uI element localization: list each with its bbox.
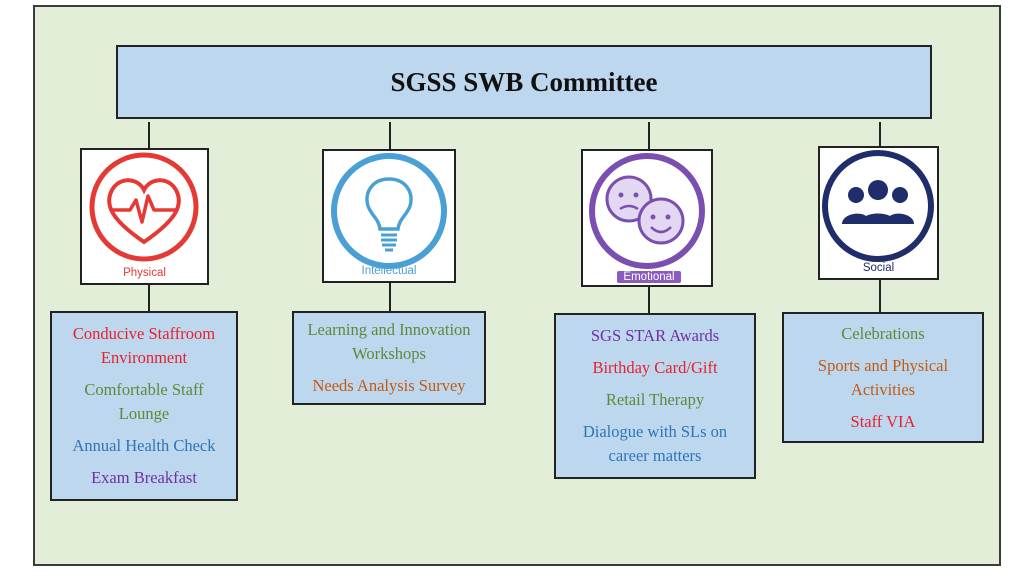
initiative-item: Sports and Physical Activities: [817, 355, 949, 399]
initiative-item: Dialogue with SLs on career matters: [582, 422, 728, 465]
faces-icon: [589, 153, 705, 269]
connector-line: [648, 122, 650, 149]
initiative-item: Conducive Staffroom Environment: [72, 324, 216, 367]
connector-line: [148, 122, 150, 149]
pillar-label: Intellectual: [361, 265, 417, 277]
pillar-label: Physical: [123, 267, 166, 279]
initiative-item: Annual Health Check: [72, 436, 216, 455]
initiative-item: SGS STAR Awards: [590, 326, 720, 345]
initiative-item: Birthday Card/Gift: [592, 358, 718, 377]
pillar-label: Emotional: [617, 271, 681, 283]
initiative-item: Needs Analysis Survey: [312, 376, 466, 395]
intellectual-icon-card: Intellectual: [322, 149, 456, 283]
people-group-icon: [822, 150, 934, 262]
pillar-label: Social: [862, 262, 895, 274]
connector-line: [389, 122, 391, 149]
initiative-item: Celebrations: [841, 323, 925, 343]
connector-line: [148, 285, 150, 312]
committee-title: SGSS SWB Committee: [116, 45, 932, 119]
initiative-item: Retail Therapy: [605, 390, 705, 409]
heart-pulse-icon: [89, 152, 199, 262]
initiative-item: Staff VIA: [850, 411, 916, 431]
initiative-item: Exam Breakfast: [91, 468, 197, 487]
connector-line: [389, 283, 391, 312]
emotional-icon-card: Emotional: [581, 149, 713, 287]
connector-line: [648, 287, 650, 314]
connector-line: [879, 122, 881, 146]
physical-icon-card: Physical: [80, 148, 209, 285]
initiative-item: Comfortable Staff Lounge: [84, 380, 204, 423]
lightbulb-icon: [331, 153, 447, 269]
initiative-item: Learning and Innovation Workshops: [307, 320, 471, 363]
connector-line: [879, 280, 881, 312]
social-icon-card: Social: [818, 146, 939, 280]
